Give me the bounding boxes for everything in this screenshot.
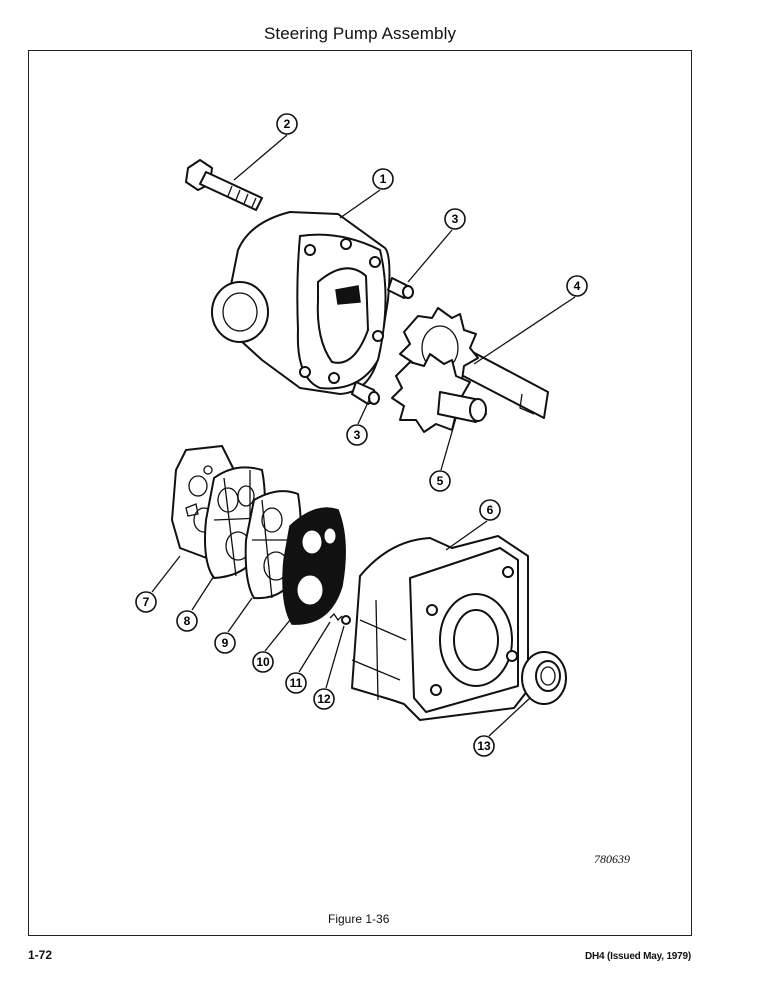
callout-label: 10 [256, 655, 270, 669]
callout-label: 9 [222, 636, 229, 650]
callout-label: 3 [354, 428, 361, 442]
callout-13: 13 [473, 735, 495, 757]
callout-label: 3 [452, 212, 459, 226]
issue-note: DH4 (Issued May, 1979) [585, 951, 692, 962]
callout-label: 13 [477, 739, 491, 753]
callout-7: 7 [135, 591, 157, 613]
callout-1: 1 [372, 168, 394, 190]
callout-11: 11 [285, 672, 307, 694]
callout-6: 6 [479, 499, 501, 521]
callout-10: 10 [252, 651, 274, 673]
check-ball-part [341, 615, 351, 625]
callout-label: 2 [284, 117, 291, 131]
callout-3a: 3 [444, 208, 466, 230]
spring-part [329, 612, 343, 622]
page-title: Steering Pump Assembly [263, 24, 457, 43]
seal-part [282, 507, 346, 625]
leader-lines [151, 134, 576, 737]
page-number: 1-72 [28, 948, 53, 962]
callout-label: 8 [184, 614, 191, 628]
callout-5: 5 [429, 470, 451, 492]
pump-body-part [211, 211, 391, 395]
pump-cover-part [351, 535, 529, 721]
callout-label: 6 [487, 503, 494, 517]
drawing-number: 780639 [594, 852, 630, 866]
callout-label: 7 [143, 595, 150, 609]
callout-label: 4 [574, 279, 581, 293]
oil-seal-part [521, 651, 567, 705]
dowel-pin-part [387, 277, 414, 299]
callout-8: 8 [176, 610, 198, 632]
callout-3b: 3 [346, 424, 368, 446]
callout-label: 11 [290, 676, 303, 690]
callout-12: 12 [313, 688, 335, 710]
bolt-part [185, 159, 263, 211]
callout-9: 9 [214, 632, 236, 654]
callout-4: 4 [566, 275, 588, 297]
dowel-pin-part [351, 381, 380, 405]
callout-label: 12 [317, 692, 331, 706]
callout-2: 2 [276, 113, 298, 135]
figure-caption: Figure 1-36 [328, 912, 390, 926]
figure-frame [28, 50, 692, 936]
callout-label: 1 [380, 172, 387, 186]
driven-gear-part [391, 353, 487, 433]
callout-label: 5 [437, 474, 444, 488]
